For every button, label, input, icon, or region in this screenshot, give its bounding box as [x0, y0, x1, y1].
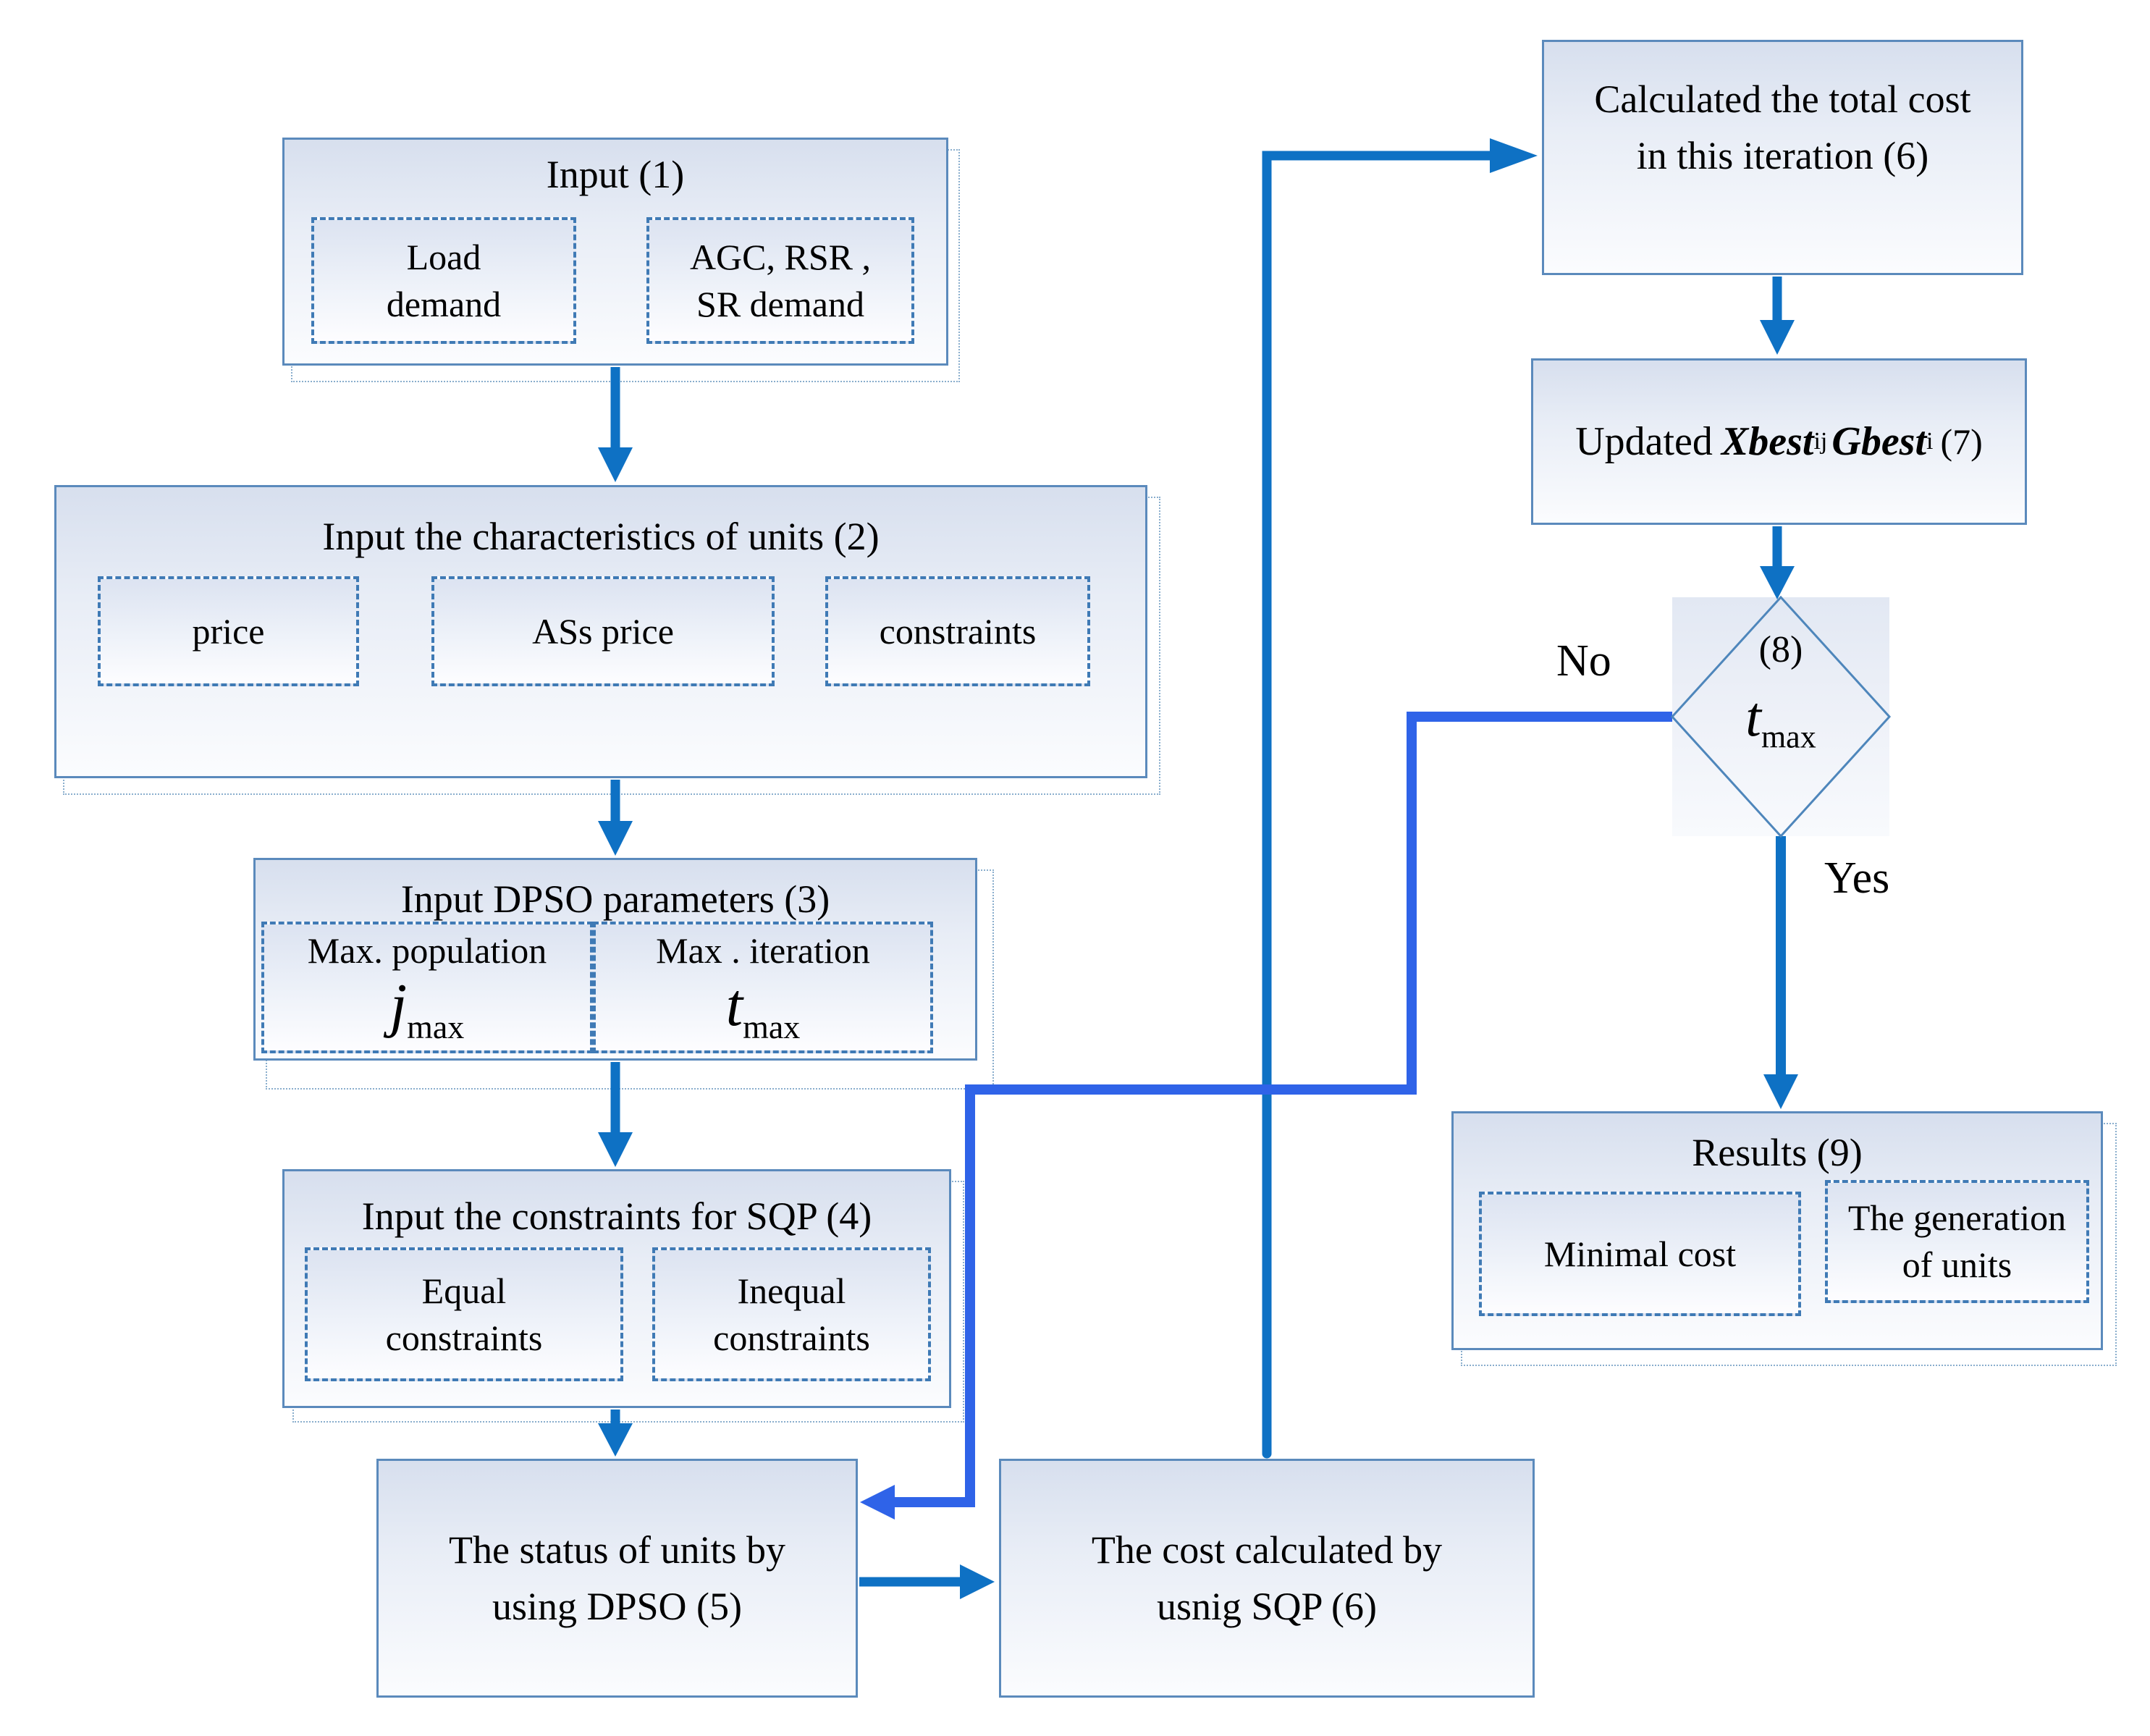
node-cost-sqp: The cost calculated by usnig SQP (6): [999, 1459, 1535, 1698]
gbest-subscript: i: [1926, 428, 1934, 455]
node-ass-price: ASs price: [431, 576, 775, 686]
tmax-symbol: tmax: [725, 972, 801, 1045]
arrowhead: [960, 1564, 995, 1599]
arrowhead: [598, 1132, 633, 1167]
node-agc-rsr-sr-demand: AGC, RSR , SR demand: [646, 217, 914, 344]
step7-number: (7): [1940, 421, 1983, 462]
arrowhead: [860, 1485, 895, 1520]
branch-no-label: No: [1556, 636, 1611, 686]
node-constraints: constraints: [825, 576, 1090, 686]
decision-background: [1672, 597, 1889, 836]
xbest-subscript: ij: [1813, 428, 1828, 455]
feedback-no-path: [893, 712, 1672, 1507]
arrowhead: [598, 821, 633, 856]
max-population-label: Max. population: [307, 930, 547, 972]
jmax-symbol: jmax: [389, 972, 465, 1045]
arrowhead: [1760, 566, 1795, 599]
node-total-cost: Calculated the total cost in this iterat…: [1542, 40, 2023, 275]
node-sqp-constraints: Input the constraints for SQP (4) Equal …: [282, 1169, 951, 1408]
arrowhead: [1760, 320, 1795, 355]
node-characteristics-title: Input the characteristics of units (2): [322, 515, 880, 558]
node-input: Input (1) Load demand AGC, RSR , SR dema…: [282, 138, 948, 366]
branch-yes-label: Yes: [1824, 854, 1890, 903]
node-load-demand: Load demand: [311, 217, 576, 344]
xbest-symbol: Xbest: [1721, 419, 1814, 464]
node-minimal-cost: Minimal cost: [1479, 1192, 1801, 1316]
node-results: Results (9) Minimal cost The generation …: [1451, 1111, 2103, 1350]
node-status-dpso-label: The status of units by using DPSO (5): [449, 1528, 785, 1628]
node-inequal-constraints: Inequal constraints: [652, 1247, 931, 1381]
gbest-symbol: Gbest: [1831, 419, 1927, 464]
arrowhead: [598, 1423, 633, 1457]
node-sqp-constraints-title: Input the constraints for SQP (4): [361, 1194, 872, 1238]
max-iteration-label: Max . iteration: [656, 930, 870, 972]
arrowhead: [1763, 1074, 1798, 1109]
node-generation-of-units: The generation of units: [1825, 1180, 2089, 1303]
node-input-title: Input (1): [546, 153, 685, 196]
node-results-title: Results (9): [1692, 1131, 1863, 1174]
node-dpso-parameters: Input DPSO parameters (3) Max. populatio…: [253, 858, 977, 1061]
node-cost-sqp-label: The cost calculated by usnig SQP (6): [1091, 1528, 1443, 1628]
arrowhead: [1490, 138, 1538, 173]
node-price: price: [98, 576, 359, 686]
node-max-population: Max. population jmax: [261, 922, 593, 1053]
node-status-dpso: The status of units by using DPSO (5): [376, 1459, 858, 1698]
node-characteristics: Input the characteristics of units (2) p…: [54, 485, 1147, 778]
node-total-cost-label: Calculated the total cost in this iterat…: [1594, 77, 1971, 178]
arrowhead: [598, 447, 633, 482]
updated-text: Updated: [1575, 419, 1713, 464]
node-dpso-parameters-title: Input DPSO parameters (3): [400, 877, 830, 921]
node-max-iteration: Max . iteration tmax: [593, 922, 933, 1053]
node-equal-constraints: Equal constraints: [305, 1247, 623, 1381]
